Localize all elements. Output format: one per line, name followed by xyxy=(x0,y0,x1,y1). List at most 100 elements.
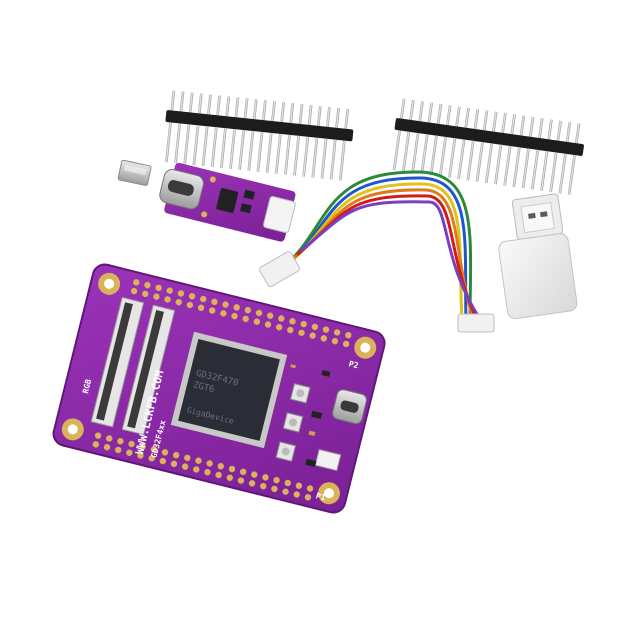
header-pin xyxy=(482,110,489,131)
header-pad xyxy=(130,287,138,295)
header-pin xyxy=(192,125,200,166)
header-pad xyxy=(181,463,189,470)
header-pad xyxy=(306,485,314,492)
header-pin xyxy=(238,129,246,171)
header-pad xyxy=(331,337,339,345)
header-pad xyxy=(266,312,274,319)
header-pad xyxy=(142,290,149,298)
header-pads-top xyxy=(130,279,352,348)
header-pad xyxy=(220,310,227,317)
header-pad xyxy=(322,326,330,333)
header-pad xyxy=(172,451,180,459)
header-pad xyxy=(275,324,283,331)
header-pin xyxy=(338,140,346,181)
header-pad xyxy=(217,463,224,470)
header-pin xyxy=(392,130,401,171)
wire-connector-usb-end xyxy=(457,313,495,333)
header-pad xyxy=(195,457,202,464)
header-pin xyxy=(329,139,337,180)
header-pad xyxy=(342,340,350,348)
header-pin xyxy=(298,103,304,125)
header-pad xyxy=(293,491,300,498)
header-pin xyxy=(503,145,512,186)
header-pad xyxy=(264,321,272,328)
header-pad xyxy=(184,454,191,462)
header-pin xyxy=(455,106,461,127)
header-pin xyxy=(293,135,300,176)
header-pin xyxy=(280,101,285,123)
header-pad xyxy=(186,301,194,309)
header-pad xyxy=(244,306,252,314)
header-pin xyxy=(556,120,562,141)
header-pin xyxy=(307,104,313,126)
header-pin xyxy=(574,123,581,144)
header-pad xyxy=(287,326,294,334)
header-pin xyxy=(344,108,350,129)
header-pin xyxy=(492,111,498,132)
wire xyxy=(280,170,473,324)
header-pin xyxy=(289,102,295,124)
header-pin xyxy=(165,122,172,163)
header-pad xyxy=(188,293,196,300)
wire xyxy=(292,188,476,324)
header-pin xyxy=(494,144,503,185)
fpc-connector-2 xyxy=(121,304,176,436)
wire-connector-board-end xyxy=(259,251,300,288)
header-pad xyxy=(200,295,207,303)
header-pin xyxy=(174,123,181,164)
wire xyxy=(300,200,484,324)
header-pad xyxy=(284,479,291,487)
header-pad xyxy=(271,485,278,493)
header-pad xyxy=(117,438,124,445)
header-pad xyxy=(222,301,229,308)
header-pin xyxy=(302,136,310,177)
header-pin xyxy=(409,99,415,121)
header-pad xyxy=(155,284,162,292)
header-pad xyxy=(300,320,307,328)
header-pad xyxy=(211,298,218,306)
usb-c-port xyxy=(332,389,367,425)
header-pad xyxy=(204,469,211,476)
silk-rgb: RGB xyxy=(81,378,93,394)
jst-connector xyxy=(314,448,342,472)
header-pin xyxy=(401,131,411,172)
header-pad xyxy=(311,323,319,331)
header-pad xyxy=(144,281,151,289)
tactile-buttons xyxy=(275,383,311,462)
header-pin xyxy=(464,107,470,128)
header-pin xyxy=(521,148,530,189)
header-pin xyxy=(558,153,567,194)
header-pin xyxy=(216,95,221,116)
header-pad xyxy=(228,465,236,473)
header-pin xyxy=(473,108,480,130)
header-pad xyxy=(233,304,240,311)
pin-header-right xyxy=(392,98,584,195)
header-pin xyxy=(316,105,322,126)
header-pin xyxy=(540,151,549,191)
header-pad xyxy=(114,446,122,454)
pins-top-left xyxy=(170,90,350,129)
header-pin xyxy=(265,132,273,173)
header-pin xyxy=(201,126,209,167)
header-pad xyxy=(106,435,113,442)
header-pad xyxy=(237,477,245,484)
wire-harness xyxy=(280,170,484,324)
header-pad xyxy=(166,287,173,294)
header-pad xyxy=(231,312,238,320)
header-pin xyxy=(252,99,258,120)
header-pin xyxy=(547,119,553,140)
header-pin xyxy=(501,112,507,134)
header-pin xyxy=(271,101,276,122)
header-pin xyxy=(188,92,194,113)
header-pin xyxy=(256,131,264,172)
header-pad xyxy=(137,452,144,459)
header-pad xyxy=(170,460,178,468)
header-pad xyxy=(255,309,263,317)
header-pad xyxy=(282,488,289,495)
header-pin xyxy=(538,118,544,139)
header-pin xyxy=(565,121,572,143)
header-pad xyxy=(94,432,102,439)
header-pad xyxy=(153,293,160,300)
header-pad xyxy=(215,471,222,479)
header-pin xyxy=(326,106,331,127)
